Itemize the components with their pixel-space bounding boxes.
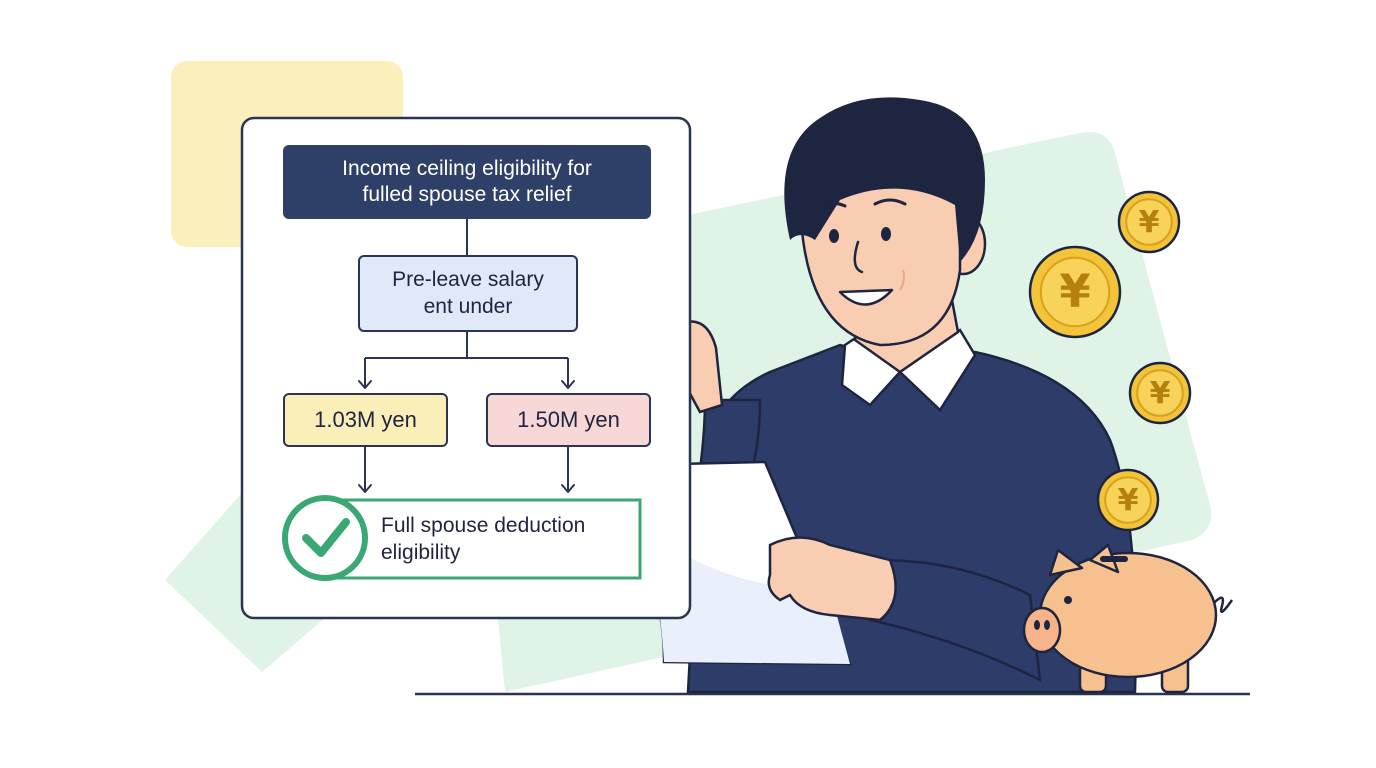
eye-right bbox=[881, 227, 891, 241]
flowchart-card bbox=[240, 116, 692, 620]
svg-text:¥: ¥ bbox=[1139, 205, 1160, 240]
flowchart-title: Income ceiling eligibility for fulled spo… bbox=[283, 145, 651, 219]
salary-line-2: ent under bbox=[423, 294, 513, 318]
svg-text:¥: ¥ bbox=[1150, 376, 1171, 411]
piggy-bank-icon bbox=[1022, 543, 1234, 694]
node-1-03m-yen: 1.03M yen bbox=[283, 393, 448, 447]
coins-group: ¥ ¥ ¥ ¥ bbox=[1028, 190, 1192, 532]
svg-text:¥: ¥ bbox=[1118, 483, 1139, 518]
face bbox=[798, 183, 962, 347]
salary-line-1: Pre-leave salary bbox=[392, 268, 544, 292]
eye-left bbox=[829, 229, 839, 243]
yen-coin-icon: ¥ bbox=[1117, 190, 1181, 254]
raised-arm bbox=[698, 398, 762, 472]
flow-connectors bbox=[364, 219, 569, 492]
result-bar bbox=[325, 498, 642, 580]
check-icon bbox=[282, 495, 368, 581]
yen-coin-icon: ¥ bbox=[1096, 468, 1160, 532]
eyebrow-right bbox=[873, 198, 907, 206]
mouth bbox=[838, 288, 894, 306]
result-line-1: Full spouse deduction bbox=[381, 514, 586, 537]
node-1-50m-yen: 1.50M yen bbox=[486, 393, 651, 447]
result-line-2: eligibility bbox=[381, 541, 461, 565]
cheek-line bbox=[899, 269, 905, 291]
nose bbox=[853, 240, 864, 274]
arrow-heads bbox=[358, 380, 575, 493]
eyebrow-left bbox=[818, 201, 847, 210]
yen-coin-icon: ¥ bbox=[1028, 245, 1122, 339]
holding-hand bbox=[767, 536, 897, 622]
svg-text:¥: ¥ bbox=[1059, 265, 1090, 318]
hair bbox=[784, 97, 985, 262]
yen-coin-icon: ¥ bbox=[1128, 361, 1192, 425]
result-label: Full spouse deduction eligibility bbox=[381, 512, 631, 567]
title-line-1: Income ceiling eligibility for bbox=[342, 156, 592, 180]
title-line-2: fulled spouse tax relief bbox=[362, 183, 572, 206]
front-arm bbox=[868, 558, 1042, 683]
